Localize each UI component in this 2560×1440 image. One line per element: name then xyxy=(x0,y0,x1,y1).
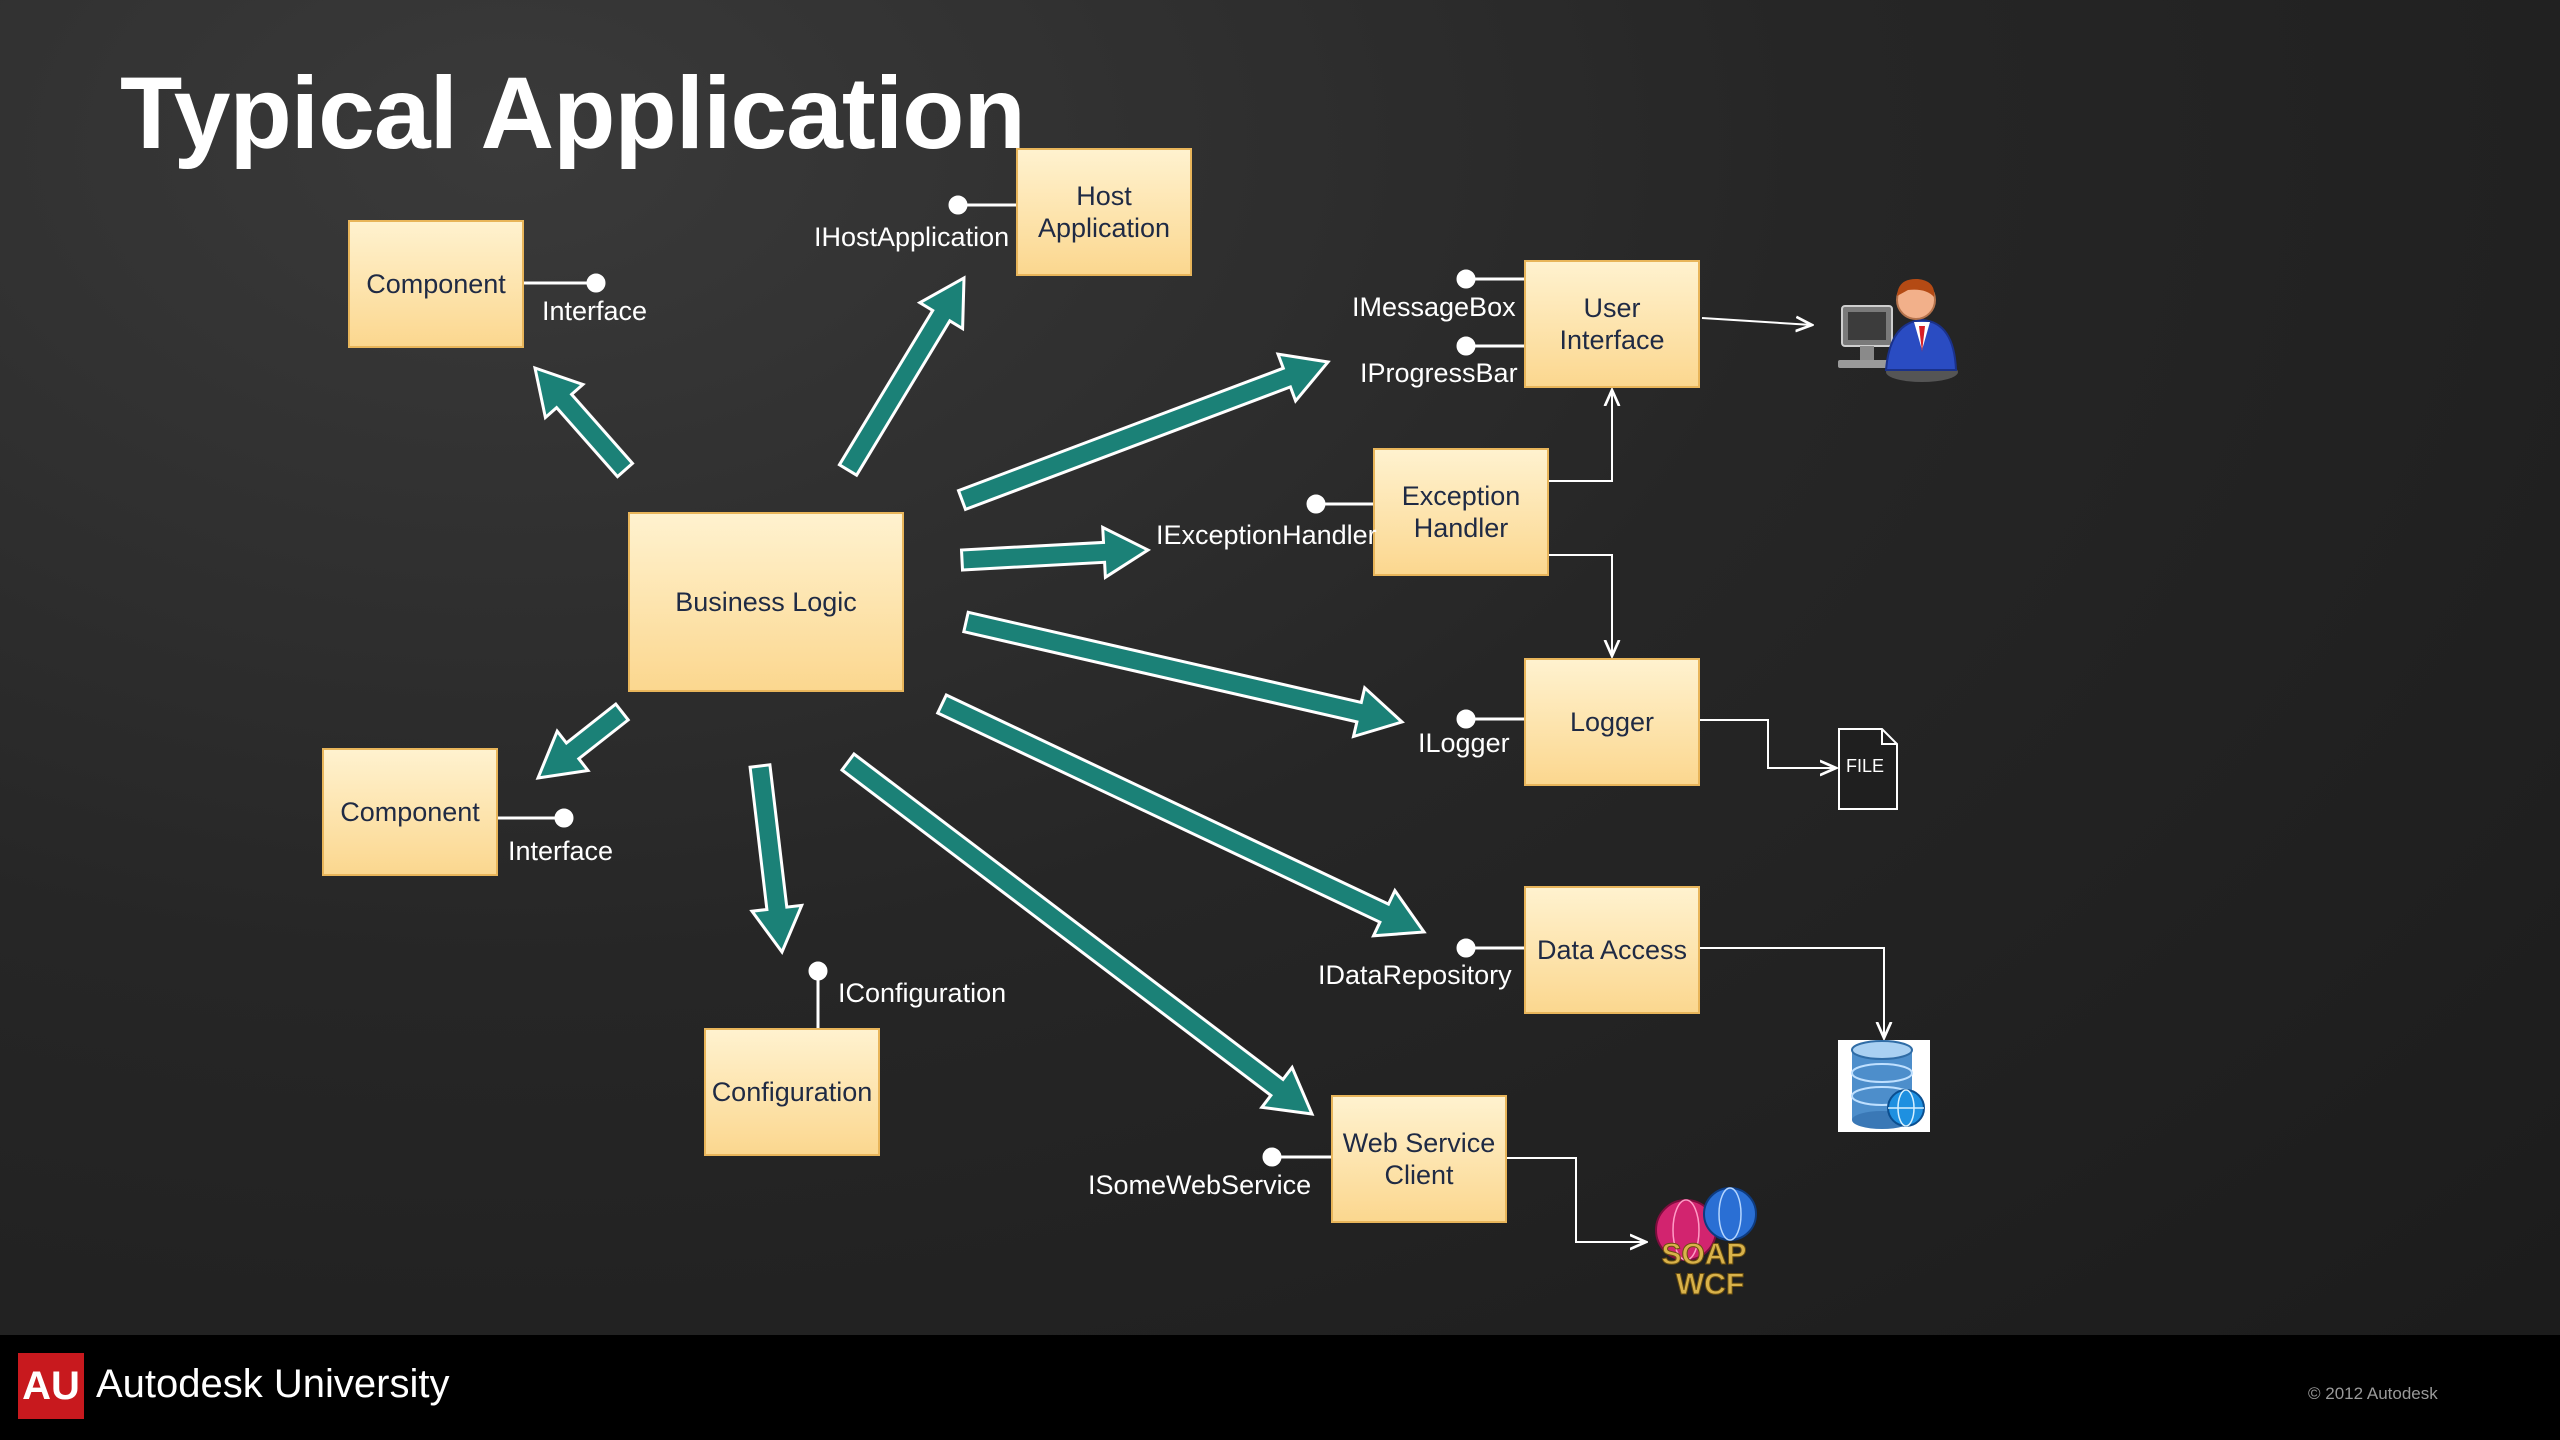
component-top-interface-label: Interface xyxy=(542,296,648,326)
iprogressbar-label: IProgressBar xyxy=(1360,358,1518,388)
logger-box: Logger xyxy=(1524,658,1700,786)
host-lollipop-dot xyxy=(948,195,968,215)
database-icon xyxy=(1838,1040,1930,1132)
arrow-to-component-top xyxy=(532,365,635,479)
ilogger-label: ILogger xyxy=(1418,728,1510,758)
footer-brand: Autodesk University xyxy=(96,1362,450,1406)
autodesk-university-logo: AU xyxy=(18,1353,84,1419)
dataaccess-to-db-connector xyxy=(1700,947,1884,1038)
user-interface-box: User Interface xyxy=(1524,260,1700,388)
configuration-box: Configuration xyxy=(704,1028,880,1156)
dependency-arrows xyxy=(532,275,1427,1116)
slide-title: Typical Application xyxy=(120,56,1026,170)
arrow-to-data-access xyxy=(935,693,1427,938)
arrow-to-host-application xyxy=(837,275,966,478)
arrow-to-configuration xyxy=(748,763,805,956)
ui-to-user-connector xyxy=(1701,318,1812,325)
isomewebservice-label: ISomeWebService xyxy=(1088,1170,1312,1200)
component-left-lollipop-dot xyxy=(554,808,574,828)
footer-copyright: © 2012 Autodesk xyxy=(2308,1384,2438,1403)
logger-lollipop-dot xyxy=(1456,709,1476,729)
host-application-box: Host Application xyxy=(1016,148,1192,276)
iexceptionhandler-label: IExceptionHandler xyxy=(1156,520,1377,550)
exception-to-logger-connector xyxy=(1548,554,1612,656)
data-access-box: Data Access xyxy=(1524,886,1700,1014)
file-icon xyxy=(1838,728,1898,810)
component-left-interface-label: Interface xyxy=(508,836,614,866)
exception-lollipop-dot xyxy=(1306,494,1326,514)
datarepo-lollipop-dot xyxy=(1456,938,1476,958)
user-at-computer-icon xyxy=(1838,278,1958,382)
component-top-box: Component xyxy=(348,220,524,348)
ihostapplication-label: IHostApplication xyxy=(814,222,1010,252)
arrow-to-user-interface xyxy=(956,352,1331,512)
component-top-lollipop-dot xyxy=(586,273,606,293)
iconfiguration-label: IConfiguration xyxy=(838,978,1007,1008)
exception-to-ui-connector xyxy=(1548,390,1612,482)
web-service-client-box: Web Service Client xyxy=(1331,1095,1507,1223)
arrow-to-web-service-client xyxy=(839,751,1315,1116)
arrow-to-logger xyxy=(962,610,1405,739)
messagebox-lollipop-dot xyxy=(1456,269,1476,289)
idatarepository-label: IDataRepository xyxy=(1318,960,1512,990)
soap-wcf-icon: SOAP WCF xyxy=(1655,1187,1757,1302)
component-left-box: Component xyxy=(322,748,498,876)
arrow-to-exception-handler xyxy=(959,524,1152,580)
webservice-to-soap-connector xyxy=(1506,1157,1646,1242)
progressbar-lollipop-dot xyxy=(1456,336,1476,356)
footer-bar xyxy=(0,1335,2560,1440)
wcf-text: WCF xyxy=(1676,1268,1744,1301)
logger-to-file-connector xyxy=(1700,719,1836,768)
file-label: FILE xyxy=(1846,756,1885,776)
imessagebox-label: IMessageBox xyxy=(1352,292,1516,322)
business-logic-box: Business Logic xyxy=(628,512,904,692)
arrow-to-component-left xyxy=(535,701,631,780)
config-lollipop-dot xyxy=(808,961,828,981)
exception-handler-box: Exception Handler xyxy=(1373,448,1549,576)
soap-text: SOAP xyxy=(1661,1238,1746,1271)
webservice-lollipop-dot xyxy=(1262,1147,1282,1167)
